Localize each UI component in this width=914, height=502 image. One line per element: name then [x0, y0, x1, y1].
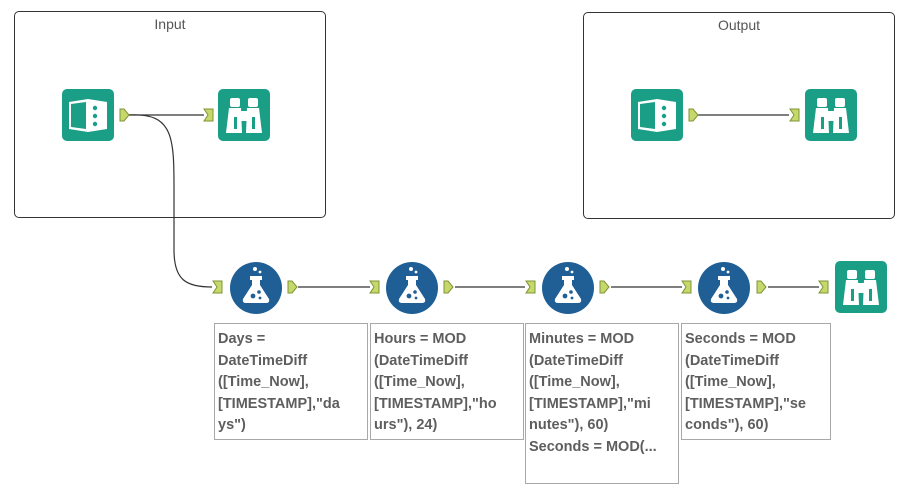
- input-anchor[interactable]: [212, 280, 223, 294]
- input-anchor[interactable]: [203, 108, 214, 122]
- input-tool-2[interactable]: [631, 89, 683, 141]
- input-tool-1[interactable]: [62, 89, 114, 141]
- formula-flask-icon: [386, 262, 438, 314]
- formula-flask-icon: [230, 262, 282, 314]
- formula-tool-hours[interactable]: [385, 261, 439, 315]
- output-anchor[interactable]: [119, 108, 130, 122]
- output-anchor[interactable]: [756, 280, 767, 294]
- annotation-minutes[interactable]: Minutes = MOD (DateTimeDiff ([Time_Now],…: [525, 323, 679, 484]
- browse-tool-2[interactable]: [805, 89, 857, 141]
- binoculars-icon: [805, 89, 857, 141]
- input-anchor[interactable]: [818, 280, 829, 294]
- input-anchor[interactable]: [681, 280, 692, 294]
- input-anchor[interactable]: [369, 280, 380, 294]
- formula-tool-days[interactable]: [229, 261, 283, 315]
- annotation-seconds[interactable]: Seconds = MOD (DateTimeDiff ([Time_Now],…: [681, 323, 831, 440]
- binoculars-icon: [218, 89, 270, 141]
- annotation-days[interactable]: Days = DateTimeDiff ([Time_Now], [TIMEST…: [214, 323, 368, 440]
- input-data-icon: [631, 89, 683, 141]
- input-anchor[interactable]: [789, 108, 800, 122]
- formula-flask-icon: [698, 262, 750, 314]
- input-container[interactable]: Input: [14, 11, 326, 218]
- browse-tool-3[interactable]: [835, 261, 887, 313]
- output-anchor[interactable]: [599, 280, 610, 294]
- input-anchor[interactable]: [525, 280, 536, 294]
- browse-tool-1[interactable]: [218, 89, 270, 141]
- output-anchor[interactable]: [287, 280, 298, 294]
- binoculars-icon: [835, 261, 887, 313]
- input-container-title: Input: [154, 16, 186, 32]
- formula-tool-minutes[interactable]: [541, 261, 595, 315]
- formula-flask-icon: [542, 262, 594, 314]
- annotation-hours[interactable]: Hours = MOD (DateTimeDiff ([Time_Now], […: [370, 323, 524, 440]
- output-container-title: Output: [717, 17, 761, 33]
- input-data-icon: [62, 89, 114, 141]
- output-anchor[interactable]: [688, 108, 699, 122]
- formula-tool-seconds[interactable]: [697, 261, 751, 315]
- output-anchor[interactable]: [443, 280, 454, 294]
